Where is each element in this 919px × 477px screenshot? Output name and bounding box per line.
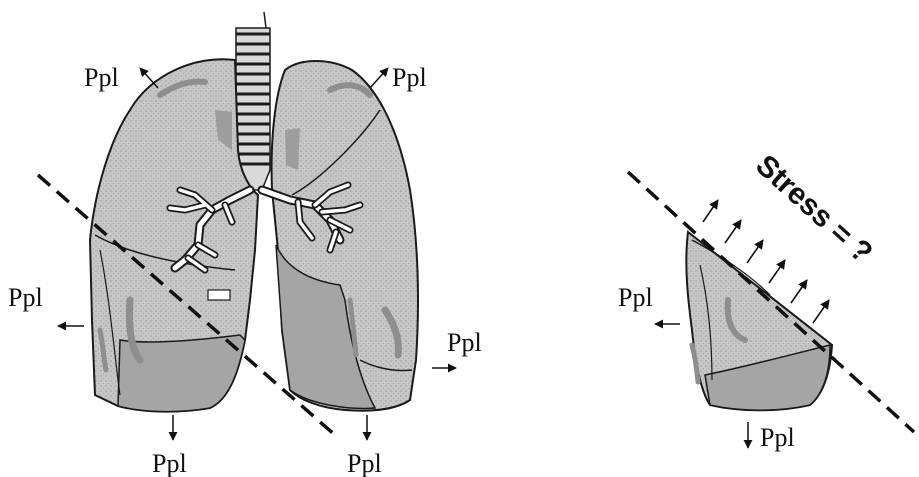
stress-arrow: [747, 240, 763, 263]
ppl-label-bottom-left: Ppl: [152, 449, 187, 477]
right-lung: [90, 59, 258, 411]
whole-lungs: Ppl Ppl Ppl Ppl Ppl Ppl: [8, 12, 482, 477]
left-lung: [262, 61, 418, 411]
stress-arrow: [703, 200, 718, 222]
stress-arrow: [813, 300, 829, 323]
arrow-upper-left: [140, 68, 158, 88]
ppl-label-section-left: Ppl: [618, 283, 653, 312]
stress-arrow: [725, 220, 741, 243]
stress-label: Stress = ?: [749, 149, 878, 270]
ppl-label-mid-right: Ppl: [447, 328, 482, 357]
ppl-label-upper-right: Ppl: [392, 63, 427, 92]
stress-arrow: [769, 260, 785, 283]
ppl-label-upper-left: Ppl: [84, 63, 119, 92]
ppl-label-section-bottom: Ppl: [760, 423, 795, 452]
arrow-upper-right: [370, 68, 388, 88]
cut-lung-section: Stress = ? Ppl Ppl: [618, 149, 914, 452]
stress-arrow: [791, 280, 807, 303]
ppl-label-bottom-right: Ppl: [347, 449, 382, 477]
ppl-label-mid-left: Ppl: [8, 283, 43, 312]
